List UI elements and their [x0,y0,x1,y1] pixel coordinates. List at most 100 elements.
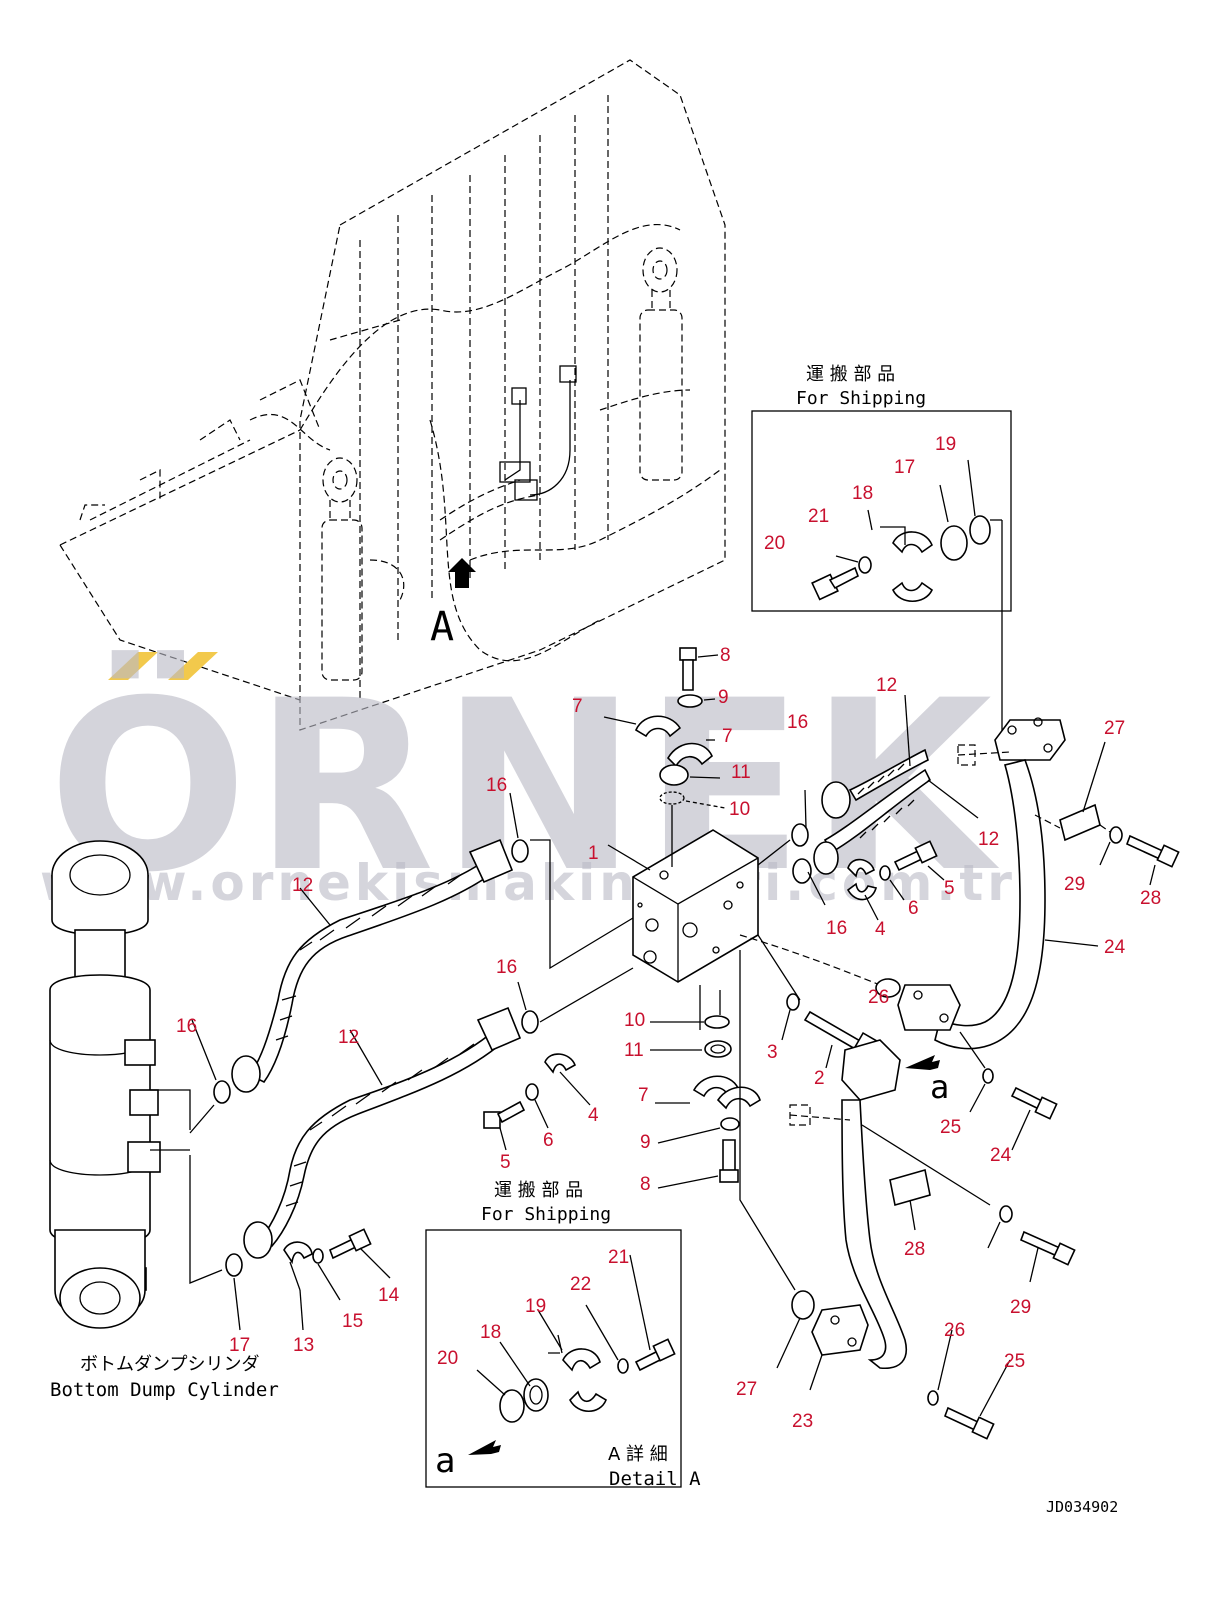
callout: 27 [1104,718,1125,739]
detail-marker-a: a [435,1441,455,1481]
callout: 28 [904,1239,925,1260]
callout: 12 [292,875,313,896]
shipping-box-bottom: 運 搬 部 品 For Shipping a A 詳 細 Detail A [425,1180,701,1490]
callout: 12 [338,1027,359,1048]
callout: 9 [718,687,729,708]
pipe-23 [897,717,1099,1050]
callout: 18 [852,483,873,504]
cylinder-label-en: Bottom Dump Cylinder [50,1379,279,1401]
callout: 25 [940,1117,961,1138]
callout: 6 [908,898,919,919]
callout: 25 [1004,1351,1025,1372]
callout: 16 [496,957,517,978]
arrow-a-marker [905,1055,940,1070]
callout: 10 [624,1010,645,1031]
shipping-bottom-jp: 運 搬 部 品 [494,1180,583,1201]
bucket-outline [59,59,726,731]
detail-arrow [468,1440,501,1455]
bucket-cylinder-left [321,457,405,681]
callout: 22 [570,1274,591,1295]
callout: 1 [588,843,599,864]
callout: 16 [486,775,507,796]
callout: 23 [792,1411,813,1432]
plug-17 [940,525,968,561]
callout: 2 [814,1068,825,1089]
callout: 9 [640,1132,651,1153]
callout: 24 [1104,937,1126,958]
callout: 12 [978,829,999,850]
callout: 7 [572,696,583,717]
callout: 18 [480,1322,501,1343]
detail-label-jp: A 詳 細 [608,1444,668,1465]
o-ring-26-lower [791,1290,815,1320]
callout: 29 [1010,1297,1031,1318]
clamp-18-upper [892,531,933,554]
cylinder-label: ボトムダンプシリンダ Bottom Dump Cylinder [50,1354,279,1401]
callout: 11 [731,762,751,783]
shipping-top-jp: 運 搬 部 品 [806,364,895,385]
drawing-code: JD034902 [1046,1498,1118,1516]
split-flange-27-upper [1034,741,1180,886]
callout: 27 [736,1379,757,1400]
callout: 8 [720,645,731,666]
bucket-hoses [439,365,691,541]
clamp-18-lower [892,581,934,603]
view-arrow-a: A [430,558,476,650]
callout: 6 [543,1130,554,1151]
callout: 15 [342,1311,363,1332]
detail-label-en: Detail A [609,1468,701,1490]
hose-12-upper-right [813,694,979,875]
callout: 16 [787,712,808,733]
washer-21-detail [617,1358,629,1374]
callout: 26 [944,1320,965,1341]
manifold-top-parts [603,647,726,867]
hose-12-lower-left [243,1006,522,1259]
cylinder-label-jp: ボトムダンプシリンダ [80,1354,259,1375]
callout: 28 [1140,888,1161,909]
callout: 24 [990,1145,1012,1166]
o-ring-19-detail [499,1389,525,1423]
callout: 16 [826,918,847,939]
bolt-14-15-13 [283,1228,391,1331]
callout: 10 [729,799,750,820]
pipe-22: a [789,1039,949,1391]
callout: 12 [876,675,897,696]
callout: 21 [808,506,829,527]
bolt-24-25-lower [927,1329,1011,1440]
callout: 14 [378,1285,400,1306]
bottom-dump-cylinder [49,840,191,1329]
callout: 16 [176,1016,197,1037]
callout: 26 [868,987,889,1008]
callout: 21 [608,1247,629,1268]
shipping-bottom-en: For Shipping [481,1204,611,1225]
callout: 5 [944,878,955,899]
callout: 19 [935,434,956,455]
callout: 4 [875,919,886,940]
callout: 8 [640,1174,651,1195]
callout: 5 [500,1152,511,1173]
logo-accent-shape [108,652,218,680]
manifold-bottom-parts [483,990,761,1189]
split-flange-27-lower [861,1124,1076,1283]
washer-21 [858,556,872,574]
hose-12-upper-left [231,838,514,1093]
callout: 4 [588,1105,599,1126]
bucket-cylinder-right [639,247,683,481]
callout: 17 [229,1335,250,1356]
callouts: 1 2 3 4 4 5 5 6 6 7 7 7 8 8 9 9 10 10 11… [176,434,1161,1432]
o-ring-19 [969,515,991,545]
view-label: A [430,604,454,650]
callout: 29 [1064,874,1085,895]
arrow-label-a: a [930,1068,949,1106]
callout: 17 [894,457,915,478]
shipping-top-en: For Shipping [796,388,926,409]
callout: 19 [525,1296,546,1317]
callout: 7 [722,726,733,747]
callout: 7 [638,1085,649,1106]
callout: 20 [764,533,785,554]
callout: 20 [437,1348,458,1369]
callout: 3 [767,1042,778,1063]
callout: 13 [293,1335,314,1356]
shipping-box-top: 運 搬 部 品 For Shipping [751,364,1012,745]
